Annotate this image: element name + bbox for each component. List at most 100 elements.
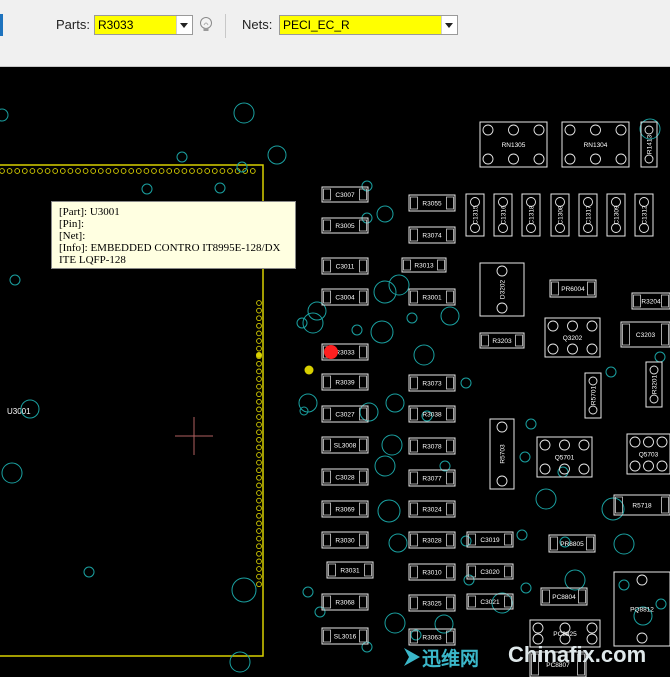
component-r3074[interactable]: R3074 [409,227,455,243]
component-r3073[interactable]: R3073 [409,375,455,391]
component-label: C3021 [480,599,500,606]
component-label: C3028 [335,475,355,482]
component-c3027[interactable]: C3027 [322,406,368,422]
component-r3068[interactable]: R3068 [322,594,368,610]
component-r3203[interactable]: R3203 [480,333,524,348]
component-r3077[interactable]: R3077 [409,470,455,486]
component-c1317[interactable]: C1317 [579,194,597,236]
component-r5701[interactable]: R5701 [585,373,601,418]
component-c3020[interactable]: C3020 [467,564,513,579]
component-c1316[interactable]: C1316 [494,194,512,236]
parts-value: R3033 [98,18,133,32]
component-r3039[interactable]: R3039 [322,374,368,390]
component-r3024[interactable]: R3024 [409,501,455,517]
component-label: R3203 [492,338,512,345]
component-r3031[interactable]: R3031 [327,562,373,578]
component-r3028[interactable]: R3028 [409,532,455,548]
component-r3069[interactable]: R3069 [322,501,368,517]
component-r3055[interactable]: R3055 [409,195,455,211]
component-r5703[interactable]: R5703 [490,419,514,489]
main-chip-label: U3001 [7,407,31,416]
component-c1315[interactable]: C1315 [466,194,484,236]
component-label: C1316 [501,205,508,225]
component-label: R3038 [422,412,442,419]
component-r5718[interactable]: R5718 [614,495,670,515]
part-info-tooltip: [Part]: U3001 [Pin]: [Net]: [Info]: EMBE… [51,201,296,269]
component-label: R3068 [335,600,355,607]
component-label: R3025 [422,601,442,608]
component-label: C1308 [558,205,565,225]
component-r3013[interactable]: R3013 [402,258,446,272]
component-label: R3077 [422,476,442,483]
component-label: R3201 [652,375,659,395]
lightbulb-icon[interactable] [198,16,214,34]
component-q3202[interactable]: Q3202 [545,318,600,357]
component-label: R3010 [422,570,442,577]
component-r3010[interactable]: R3010 [409,564,455,580]
component-c3028[interactable]: C3028 [322,469,368,485]
component-r3030[interactable]: R3030 [322,532,368,548]
component-label: SL3016 [334,634,357,641]
component-label: R3030 [335,538,355,545]
tooltip-info: [Info]: EMBEDDED CONTRO IT8995E-128/DX [59,242,295,254]
nets-label: Nets: [242,17,272,32]
watermark-url: Chinafix.com [508,642,646,668]
u3001-top-pins [0,169,255,174]
highlighted-pin[interactable] [324,345,338,359]
net-marker [256,352,262,358]
parts-combobox[interactable]: R3033 [94,15,193,35]
component-d3202[interactable]: D3202 [480,263,524,316]
component-sl3008[interactable]: SL3008 [322,437,368,453]
component-label: R3033 [335,350,355,357]
component-c1308[interactable]: C1308 [551,194,569,236]
component-c1312[interactable]: C1312 [635,194,653,236]
component-label: R3001 [422,295,442,302]
component-c1318[interactable]: C1318 [522,194,540,236]
component-c3007[interactable]: C3007 [322,187,368,202]
component-label: Q3202 [563,335,583,342]
component-label: R3031 [340,568,360,575]
component-r3025[interactable]: R3025 [409,595,455,611]
component-r3038[interactable]: R3038 [409,406,455,422]
components-layer: C3007R3005C3011C3004R3033R3039C3027SL300… [322,122,670,677]
nets-dropdown-button[interactable] [441,16,457,34]
component-r3204[interactable]: R3204 [632,293,670,309]
component-label: R3024 [422,507,442,514]
watermark-logo-icon [402,646,422,668]
component-label: R3078 [422,444,442,451]
component-label: PC8825 [553,631,577,638]
component-c3021[interactable]: C3021 [467,594,513,609]
component-r3001[interactable]: R3001 [409,289,455,305]
tooltip-info-cont: ITE LQFP-128 [59,254,295,266]
watermark: 迅维网 Chinafix.com [400,638,670,677]
component-pr6004[interactable]: PR6004 [550,280,596,297]
component-pr8805[interactable]: PR8805 [549,535,595,552]
component-label: RN1304 [584,142,608,149]
component-label: C3007 [335,192,355,199]
nets-combobox[interactable]: PECI_EC_R [279,15,458,35]
tooltip-part: [Part]: U3001 [59,206,295,218]
component-r3078[interactable]: R3078 [409,438,455,454]
parts-dropdown-button[interactable] [176,16,192,34]
component-r3201[interactable]: R3201 [646,362,662,407]
component-r3005[interactable]: R3005 [322,218,368,233]
component-label: C3019 [480,537,500,544]
component-label: C1317 [586,205,593,225]
component-q5701[interactable]: Q5701 [537,437,592,477]
pcb-canvas[interactable]: U3001 C3007R3005C3011C3004R3033R3039C302… [0,67,670,677]
component-c3004[interactable]: C3004 [322,289,368,305]
component-sl3016[interactable]: SL3016 [322,628,368,644]
tooltip-net: [Net]: [59,230,295,242]
component-c3019[interactable]: C3019 [467,532,513,547]
component-label: PC8804 [552,594,576,601]
component-c3011[interactable]: C3011 [322,258,368,274]
nets-value: PECI_EC_R [283,18,350,32]
component-pc8804[interactable]: PC8804 [541,588,587,605]
component-rn1304[interactable]: RN1304 [562,122,629,167]
component-rn1305[interactable]: RN1305 [480,122,547,167]
component-c3203[interactable]: C3203 [621,322,670,347]
component-r1413[interactable]: R1413 [641,122,657,167]
component-c1309[interactable]: C1309 [607,194,625,236]
toolbar: Parts: R3033 Nets: PECI_EC_R [0,0,670,67]
component-q5703[interactable]: Q5703 [627,434,670,474]
